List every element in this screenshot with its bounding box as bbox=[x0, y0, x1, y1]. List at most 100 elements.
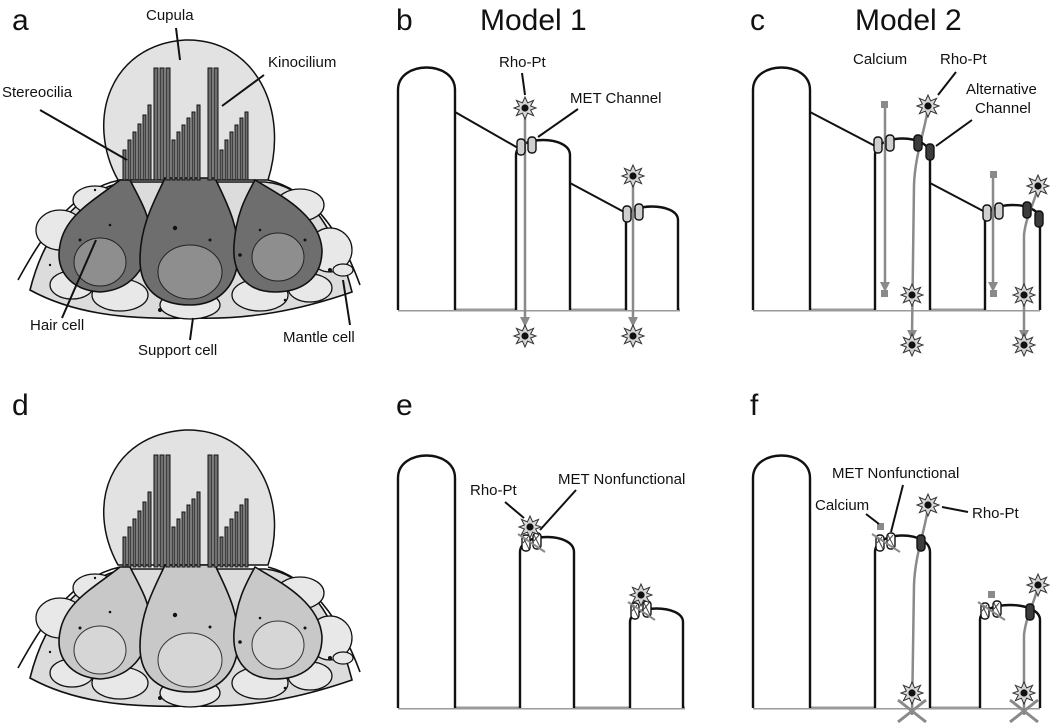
met-channel-c2a bbox=[982, 204, 992, 222]
stereocilium-mid-e bbox=[518, 535, 576, 708]
label-alt-channel-c-2: Channel bbox=[975, 100, 1031, 117]
alt-channel-c1b bbox=[925, 143, 935, 161]
rho-pt-c2-top bbox=[1026, 174, 1050, 198]
blocked-mark-f2 bbox=[977, 601, 1006, 621]
blocked-mark-f1 bbox=[871, 533, 901, 553]
blocked-x-marks bbox=[897, 698, 1039, 724]
label-rho-pt-e: Rho-Pt bbox=[470, 482, 518, 499]
label-calcium-c: Calcium bbox=[853, 51, 907, 68]
hair-cell-nuclei bbox=[73, 232, 305, 300]
alt-channel-f2 bbox=[1025, 603, 1035, 621]
panel-c-model-2: Calcium Rho-Pt Alternative Channel bbox=[751, 51, 1050, 357]
rho-pt-c2-bottom bbox=[1012, 333, 1036, 357]
stereocilium-tall-b bbox=[396, 66, 457, 310]
rho-pt-b1-bottom bbox=[513, 324, 537, 348]
label-cupula: Cupula bbox=[146, 7, 194, 24]
panel-letter-b: b bbox=[396, 4, 413, 37]
stereocilia-bundles bbox=[122, 67, 249, 181]
label-rho-pt-c: Rho-Pt bbox=[940, 51, 988, 68]
leader-rho-pt-b bbox=[521, 72, 526, 96]
panel-letter-c: c bbox=[750, 4, 765, 37]
leader-met-nonfunctional-f bbox=[890, 484, 904, 533]
leader-rho-pt-c bbox=[937, 71, 957, 96]
label-kinocilium: Kinocilium bbox=[268, 54, 336, 71]
label-hair-cell: Hair cell bbox=[30, 317, 84, 334]
stereocilium-tall-c bbox=[751, 66, 812, 310]
leader-kinocilium bbox=[221, 74, 265, 107]
leader-support-cell bbox=[189, 317, 194, 341]
calcium-ion-c1-top bbox=[881, 101, 888, 108]
met-channel-b1a bbox=[516, 138, 526, 156]
rho-pt-f2-top bbox=[1026, 573, 1050, 597]
panel-a-neuromast: Cupula Kinocilium Stereocilia Hair cell … bbox=[2, 7, 361, 359]
blocked-mark-e2 bbox=[627, 601, 656, 621]
met-channel-c1a bbox=[873, 136, 883, 154]
label-met-nonfunctional-e: MET Nonfunctional bbox=[558, 471, 685, 488]
rho-pt-e1 bbox=[518, 515, 542, 539]
leader-calcium-f bbox=[865, 513, 880, 525]
rho-pt-c1-top bbox=[916, 94, 940, 118]
tip-link-b1 bbox=[454, 111, 519, 149]
panel-letter-e: e bbox=[396, 389, 413, 422]
stereocilium-mid-f bbox=[873, 534, 932, 708]
panel-letter-f: f bbox=[750, 389, 759, 422]
panel-e: Rho-Pt MET Nonfunctional bbox=[396, 454, 685, 710]
alt-channel-c2a bbox=[1022, 201, 1032, 219]
blocked-mark-e1 bbox=[517, 533, 546, 553]
leader-rho-pt-f bbox=[941, 506, 969, 513]
stereocilium-mid-c bbox=[873, 137, 932, 310]
rho-pt-c2-mid bbox=[1012, 283, 1036, 307]
panel-letter-a: a bbox=[12, 4, 29, 37]
label-met-nonfunctional-f: MET Nonfunctional bbox=[832, 465, 959, 482]
tip-link-c1 bbox=[809, 111, 878, 148]
calcium-ion-f2 bbox=[988, 591, 995, 598]
leader-met-nonfunctional-e bbox=[539, 489, 577, 531]
met-channel-b1b bbox=[527, 136, 537, 154]
label-rho-pt-b: Rho-Pt bbox=[499, 54, 547, 71]
speckles-d bbox=[48, 576, 332, 700]
calcium-ion-c2-top bbox=[990, 171, 997, 178]
label-mantle-cell: Mantle cell bbox=[283, 329, 355, 346]
stereocilia-bundles-d bbox=[122, 454, 249, 568]
rho-pt-e2 bbox=[629, 583, 653, 607]
mantle-cell bbox=[332, 263, 354, 277]
rho-pt-f1-bottom bbox=[900, 681, 924, 705]
label-rho-pt-f: Rho-Pt bbox=[972, 505, 1020, 522]
panel-d-neuromast bbox=[17, 429, 361, 708]
leader-stereocilia bbox=[39, 109, 128, 161]
rho-pt-b2-bottom bbox=[621, 324, 645, 348]
rho-pt-c1-mid bbox=[900, 283, 924, 307]
tip-link-b2 bbox=[569, 182, 627, 214]
tip-link-c2 bbox=[929, 182, 988, 214]
stereocilium-mid-b bbox=[514, 138, 572, 310]
panel-letter-d: d bbox=[12, 389, 29, 422]
rho-pt-b2-top bbox=[621, 164, 645, 188]
label-calcium-f: Calcium bbox=[815, 497, 869, 514]
model-2-title: Model 2 bbox=[855, 4, 962, 37]
model-1-title: Model 1 bbox=[480, 4, 587, 37]
leader-hair-cell bbox=[61, 239, 97, 319]
leader-mantle-cell bbox=[342, 279, 351, 326]
mantle-cell-d bbox=[332, 651, 354, 665]
label-met-channel-b: MET Channel bbox=[570, 90, 661, 107]
panel-f: MET Nonfunctional Calcium Rho-Pt bbox=[751, 454, 1050, 724]
speckles bbox=[48, 188, 332, 312]
leader-rho-pt-e bbox=[504, 501, 525, 519]
calcium-ion-f1 bbox=[877, 523, 884, 530]
met-channel-b2b bbox=[634, 203, 644, 221]
leader-cupula bbox=[175, 27, 181, 61]
rho-pt-f1-top bbox=[916, 493, 940, 517]
rho-pt-b1-top bbox=[513, 96, 537, 120]
stereocilium-tall-f bbox=[751, 454, 812, 708]
rho-pt-c1-bottom bbox=[900, 333, 924, 357]
label-alt-channel-c-1: Alternative bbox=[966, 81, 1037, 98]
leader-alt-channel-c bbox=[935, 119, 973, 147]
calcium-ion-c1-bottom bbox=[881, 290, 888, 297]
label-stereocilia: Stereocilia bbox=[2, 84, 73, 101]
met-channel-c2b bbox=[994, 202, 1004, 220]
label-support-cell: Support cell bbox=[138, 342, 217, 359]
met-channel-c1b bbox=[885, 134, 895, 152]
calcium-ion-c2-bottom bbox=[990, 290, 997, 297]
met-channel-b2a bbox=[622, 205, 632, 223]
